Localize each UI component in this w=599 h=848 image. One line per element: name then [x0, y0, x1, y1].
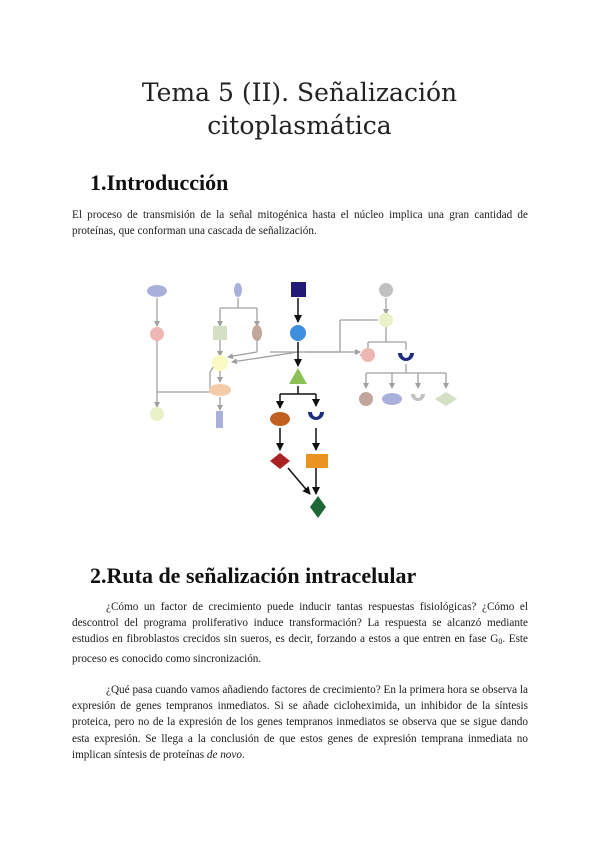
red-diamond [270, 453, 290, 469]
pale-green-circle-left [150, 407, 164, 421]
dark-blue-cup-right [398, 353, 414, 361]
pink-circle-left [150, 327, 164, 341]
sage-diamond-bottom [435, 392, 457, 406]
section-2-heading: 2.Ruta de señalización intracelular [90, 563, 417, 588]
signaling-cascade-diagram [147, 282, 457, 518]
lavender-ellipse-left [147, 285, 167, 297]
section-2-paragraph-1: ¿Cómo un factor de crecimiento puede ind… [72, 599, 528, 667]
mauve-circle-bottom [359, 392, 373, 406]
black-connector-lines [276, 298, 320, 495]
paragraph-1-text: ¿Cómo un factor de crecimiento puede ind… [72, 601, 528, 646]
section-1-paragraph: El proceso de transmisión de la señal mi… [72, 209, 528, 238]
grey-cup-bottom [411, 394, 425, 401]
paragraph-2-end: . [241, 748, 245, 761]
section-2-paragraph-2: ¿Qué pasa cuando vamos añadiendo factore… [72, 682, 528, 763]
de-novo-italic: de novo [206, 748, 242, 761]
paragraph-1-end: . Este proceso es conocido como sincroni… [72, 633, 529, 665]
title-line-1: Tema 5 (II). Señalización [141, 78, 458, 107]
lavender-ellipse-small [234, 283, 242, 297]
navy-square [291, 282, 306, 297]
mauve-ellipse [252, 325, 262, 341]
blue-circle [290, 325, 306, 341]
pink-circle-right [361, 348, 375, 362]
grey-circle-top [379, 283, 393, 297]
lavender-ellipse-bottom [382, 393, 402, 405]
sage-square [213, 326, 227, 340]
paragraph-2-text: ¿Qué pasa cuando vamos añadiendo factore… [72, 684, 528, 761]
orange-rect [306, 454, 328, 468]
section-1-heading: 1.Introducción [90, 170, 229, 195]
dark-green-diamond [310, 496, 326, 518]
cream-circle [212, 355, 228, 371]
g-zero-subscript: 0 [498, 637, 503, 647]
grey-connector-lines [154, 298, 449, 411]
peach-ellipse [209, 384, 231, 396]
pale-green-circle-right [379, 313, 393, 327]
green-triangle [289, 368, 307, 384]
dark-blue-cup [308, 412, 324, 420]
page-title: Tema 5 (II). Señalización citoplasmática [0, 76, 599, 142]
title-line-2: citoplasmática [207, 111, 392, 140]
brown-ellipse [270, 412, 290, 426]
lavender-bar [216, 411, 223, 428]
